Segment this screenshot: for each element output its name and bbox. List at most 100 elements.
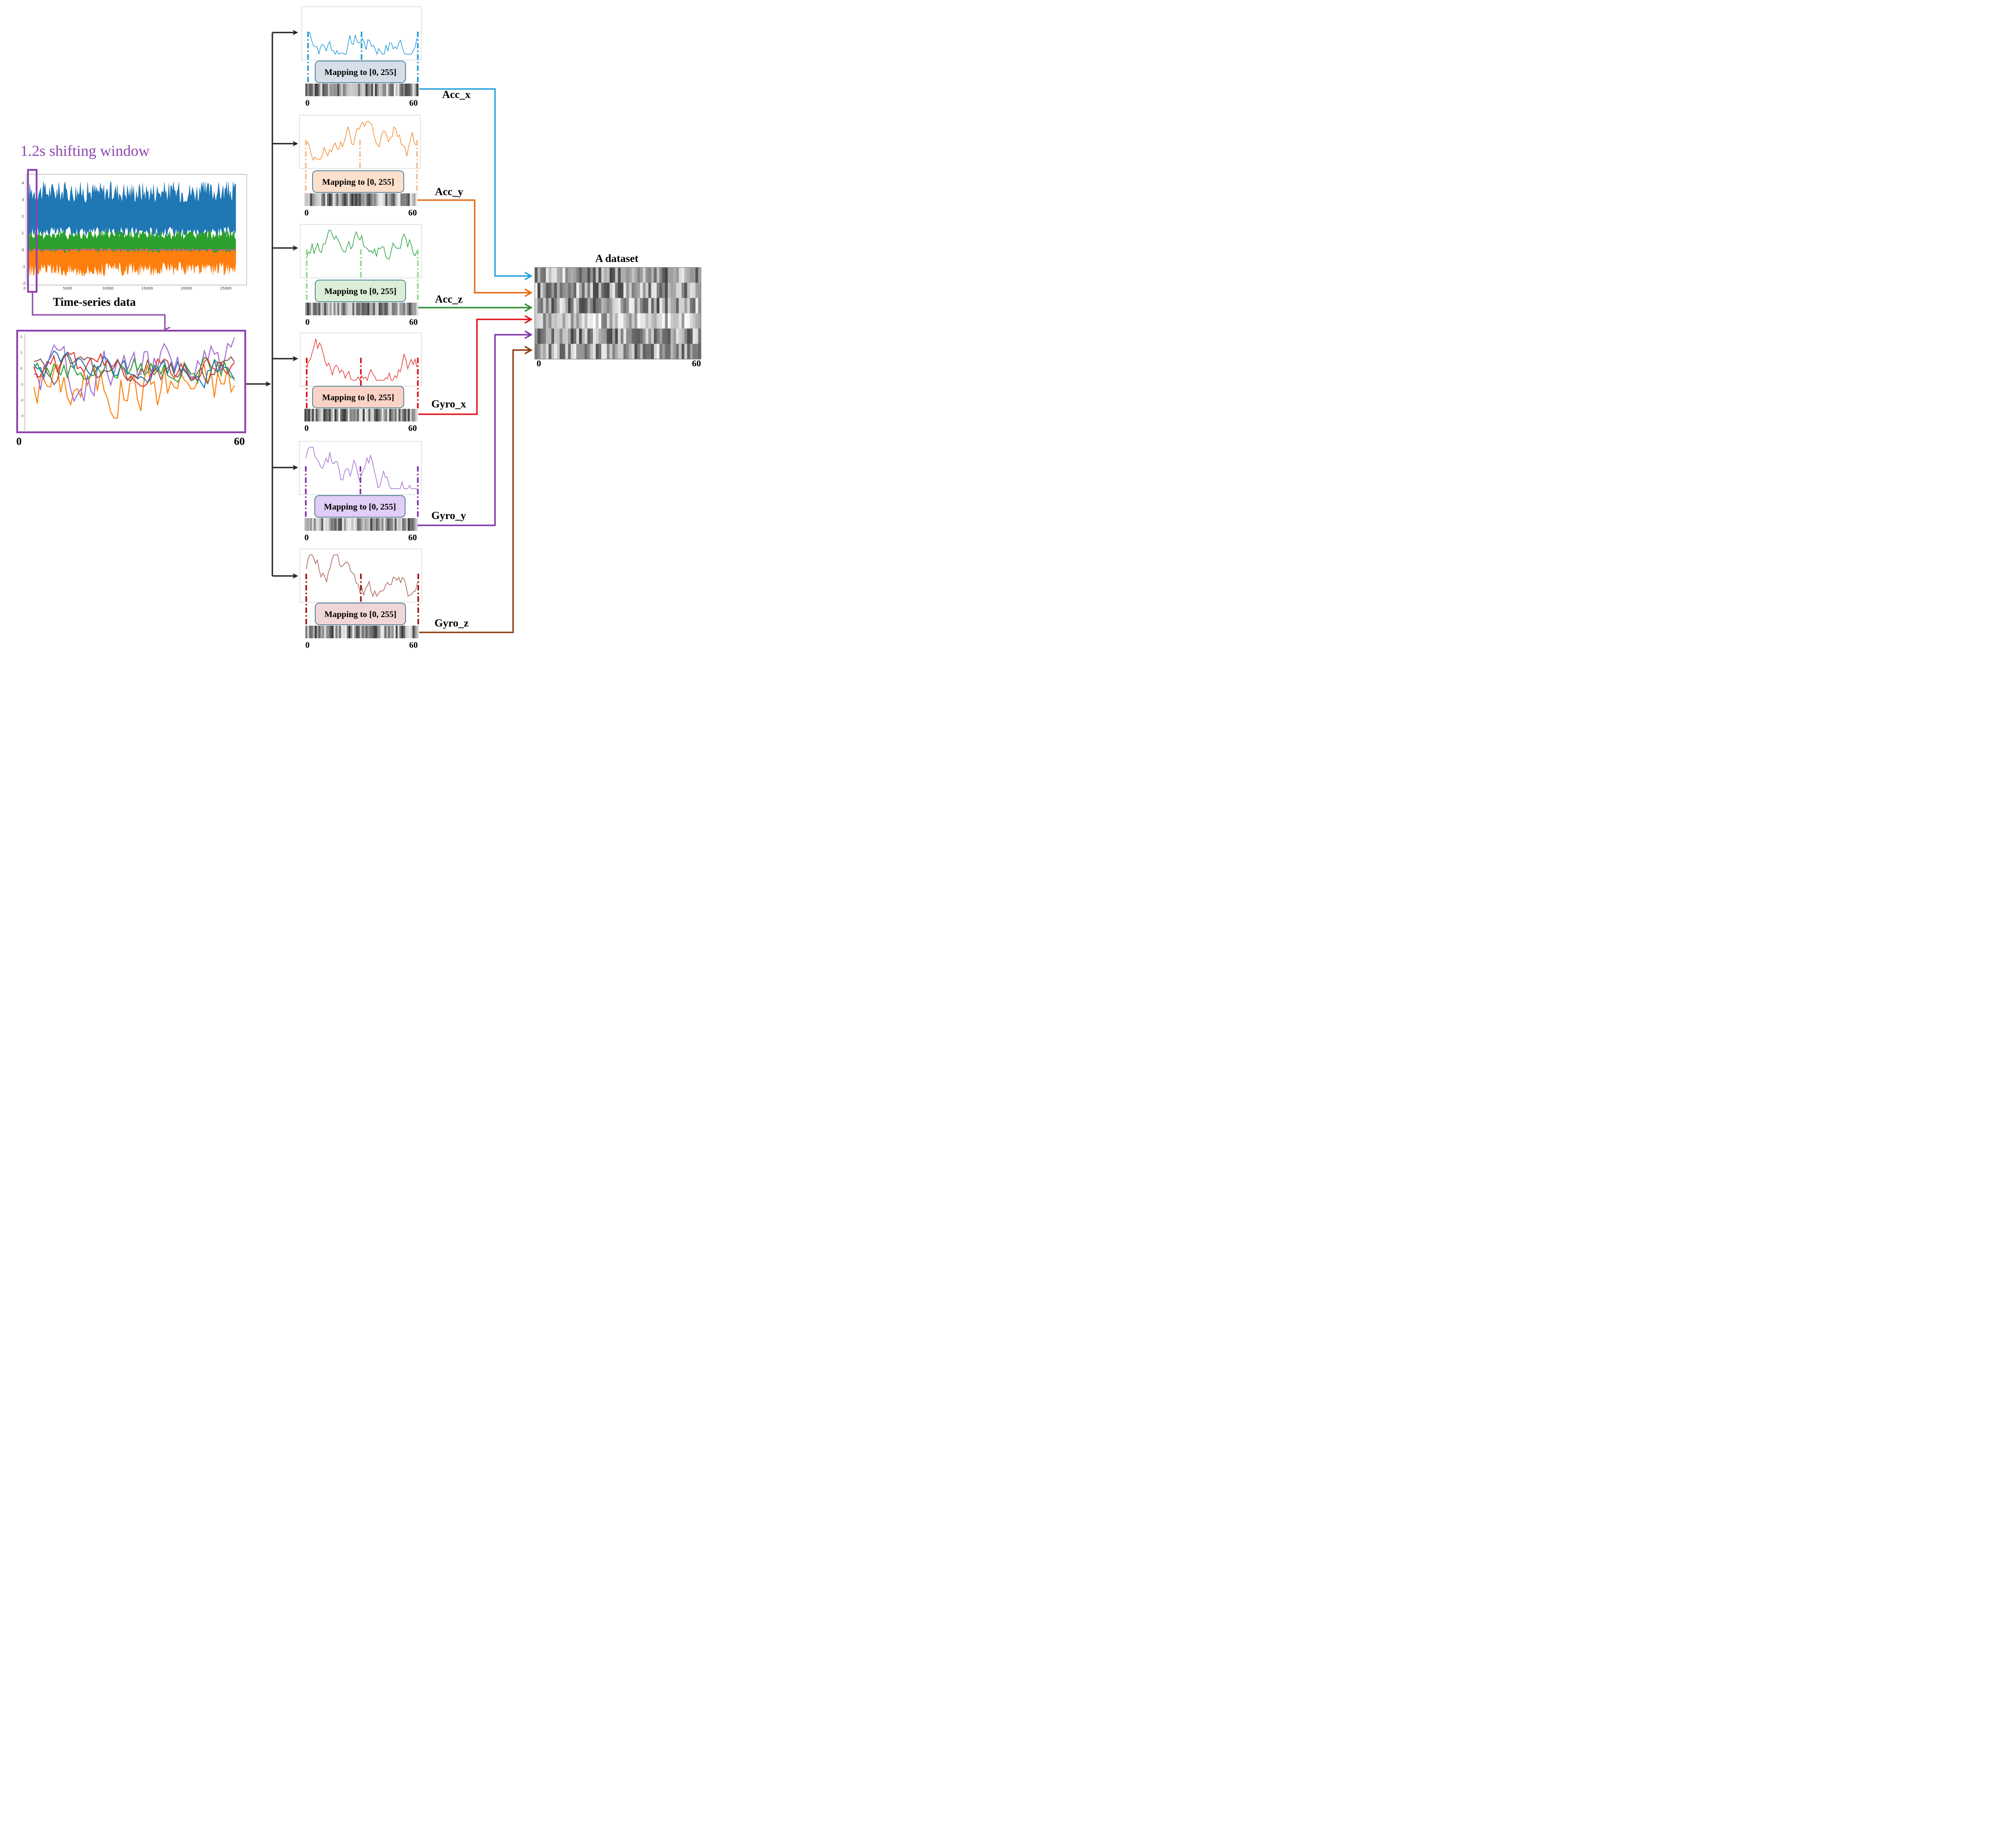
dataset-cell	[676, 328, 679, 344]
dataset-cell	[565, 282, 569, 299]
strip-cell	[334, 193, 337, 206]
strip-cell	[407, 84, 409, 96]
strip-cell	[411, 193, 414, 206]
strip-cell	[381, 518, 384, 531]
strip-cell	[364, 518, 367, 531]
strip-cell	[380, 303, 383, 315]
strip-cell	[413, 409, 416, 421]
dataset-cell	[570, 313, 574, 329]
strip-cell	[378, 409, 380, 421]
dataset-cell	[678, 267, 682, 283]
dataset-cell	[626, 282, 630, 299]
dataset-cell	[690, 298, 693, 314]
strip-cell	[304, 409, 307, 421]
dataset-cell	[557, 344, 560, 360]
strip-cell	[382, 303, 385, 315]
mapping-label: Mapping to [0, 255]	[324, 502, 396, 512]
dataset-cell	[618, 267, 621, 283]
dataset-cell	[598, 282, 602, 299]
dataset-cell	[598, 267, 602, 283]
strip-cell	[357, 409, 360, 421]
dataset-cell	[551, 282, 555, 299]
dataset-cell	[615, 282, 618, 299]
strip-cell	[400, 193, 403, 206]
connector-arrowhead	[524, 303, 533, 312]
dataset-cell	[609, 313, 613, 329]
channel-name: Acc_x	[442, 89, 471, 101]
dataset-cell	[543, 298, 547, 314]
strip-cell	[355, 193, 358, 206]
dataset-cell	[565, 313, 569, 329]
x-tick-label: 15000	[141, 286, 153, 290]
dataset-cell	[573, 282, 577, 299]
strip-cell	[414, 626, 417, 638]
strip-cell	[359, 518, 361, 531]
dataset-cell	[670, 328, 674, 344]
mapping-box	[314, 495, 406, 518]
dataset-cell	[645, 298, 649, 314]
strip-cell	[377, 626, 379, 638]
dataset-cell	[579, 328, 582, 344]
dataset-cell	[643, 298, 646, 314]
strip-cell	[375, 303, 377, 315]
strip-cell	[398, 518, 401, 531]
dataset-cell	[598, 328, 602, 344]
dataset-cell	[631, 282, 635, 299]
strip-cell	[325, 193, 327, 206]
strip-cell	[383, 518, 386, 531]
dataset-cell	[673, 267, 677, 283]
strip-cell	[308, 193, 311, 206]
dataset-cell	[560, 298, 563, 314]
dataset-cell	[604, 267, 607, 283]
strip-cell	[353, 409, 356, 421]
dataset-cell	[621, 328, 624, 344]
y-tick-label: 0	[20, 367, 22, 370]
dataset-cell	[651, 267, 654, 283]
dataset-cell	[584, 328, 588, 344]
dataset-cell	[570, 344, 574, 360]
dataset-cell	[665, 344, 668, 360]
strip-cell	[322, 626, 325, 638]
strip-cell	[409, 626, 411, 638]
strip-cell	[342, 409, 345, 421]
strip-cell	[388, 84, 391, 96]
strip-cell	[314, 84, 317, 96]
strip-cell	[397, 409, 399, 421]
strip-cell	[368, 193, 371, 206]
dataset-cell	[548, 344, 552, 360]
strip-cell	[312, 409, 314, 421]
dataset-cell	[621, 344, 624, 360]
connector-arrowhead	[524, 315, 533, 324]
dataset-cell	[673, 282, 677, 299]
dataset-cell	[576, 282, 579, 299]
dataset-cell	[629, 328, 632, 344]
strip-cell	[387, 193, 390, 206]
strip-cell	[401, 303, 404, 315]
strip-cell	[324, 626, 327, 638]
dataset-cell	[670, 298, 674, 314]
dataset-cell	[682, 328, 685, 344]
y-tick-label: -1	[20, 383, 23, 386]
strip-cell	[364, 193, 367, 206]
dataset-cell	[595, 313, 599, 329]
dataset-cell	[612, 282, 616, 299]
strip-cell	[392, 409, 395, 421]
dataset-cell	[654, 313, 657, 329]
strip-cell	[390, 303, 392, 315]
strip-cell	[347, 409, 350, 421]
dataset-cell	[626, 344, 630, 360]
strip-cell	[304, 518, 307, 531]
strip-cell	[331, 518, 333, 531]
dataset-cell	[684, 282, 687, 299]
dataset-cell	[645, 282, 649, 299]
dataset-cell	[548, 298, 552, 314]
strip-cell	[338, 518, 341, 531]
strip-cell	[318, 303, 321, 315]
dataset-cell	[579, 282, 582, 299]
dataset-cell	[609, 298, 613, 314]
strip-cell	[360, 303, 362, 315]
dataset-cell	[562, 267, 566, 283]
strip-cell	[397, 193, 399, 206]
dataset-cell	[565, 328, 569, 344]
